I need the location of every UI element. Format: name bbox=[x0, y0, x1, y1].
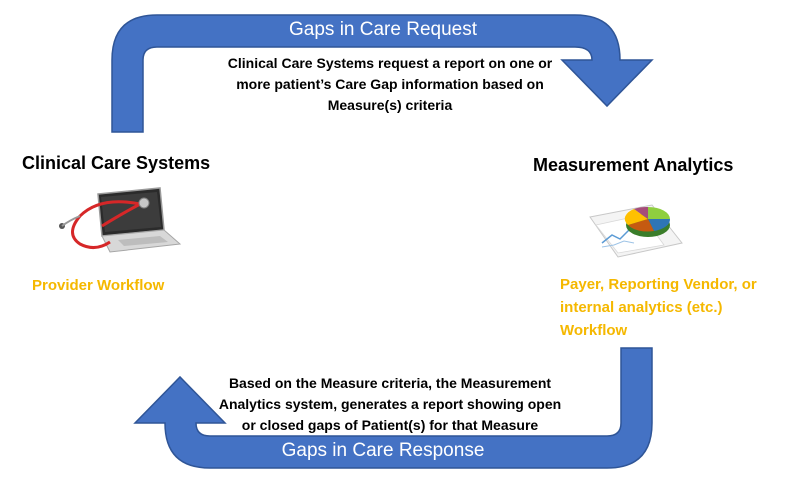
analytics-workflow-label: Payer, Reporting Vendor, or internal ana… bbox=[560, 273, 785, 342]
gaps-in-care-request-arrow bbox=[111, 14, 654, 133]
gaps-in-care-response-arrow bbox=[133, 347, 653, 469]
response-description-line: Analytics system, generates a report sho… bbox=[218, 396, 562, 412]
analytics-workflow-line: internal analytics (etc.) bbox=[560, 299, 723, 316]
request-description: Clinical Care Systems request a report o… bbox=[200, 53, 580, 116]
laptop-stethoscope-icon bbox=[59, 187, 182, 253]
response-description-line: Based on the Measure criteria, the Measu… bbox=[228, 375, 552, 391]
measurement-analytics-title: Measurement Analytics bbox=[533, 155, 734, 175]
bottom-arrow-label: Gaps in Care Response bbox=[281, 440, 485, 461]
top-arrow-label: Gaps in Care Request bbox=[289, 19, 477, 40]
provider-workflow-label: Provider Workflow bbox=[32, 277, 165, 294]
analytics-pie-chart-icon bbox=[589, 204, 683, 258]
request-description-line: more patient’s Care Gap information base… bbox=[236, 76, 544, 92]
response-description-line: or closed gaps of Patient(s) for that Me… bbox=[241, 417, 539, 433]
clinical-care-systems-title: Clinical Care Systems bbox=[22, 153, 211, 173]
analytics-workflow-line: Workflow bbox=[560, 322, 628, 339]
request-description-line: Clinical Care Systems request a report o… bbox=[227, 55, 553, 71]
request-description-line: Measure(s) criteria bbox=[327, 97, 453, 113]
response-description: Based on the Measure criteria, the Measu… bbox=[190, 373, 590, 436]
analytics-workflow-line: Payer, Reporting Vendor, or bbox=[560, 276, 757, 293]
